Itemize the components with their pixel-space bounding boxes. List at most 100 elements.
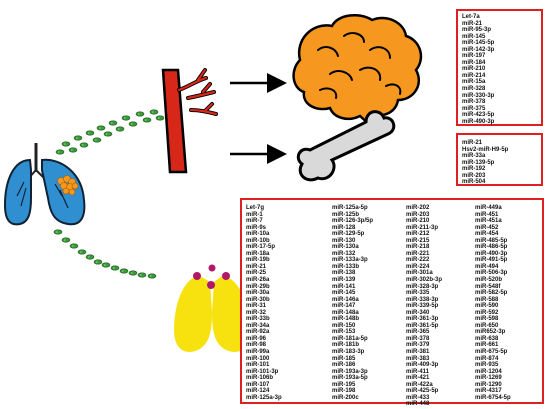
mirna-item: miR-145 xyxy=(332,290,356,297)
mirna-item: miR-448 xyxy=(406,401,430,408)
mirna-item: miR-449a xyxy=(475,205,502,211)
mirna-item: miR-34a xyxy=(246,322,270,329)
mirna-item: miR-588 xyxy=(475,296,499,303)
mirna-item: miR-130 xyxy=(332,237,356,244)
mirna-item: miR-10a xyxy=(246,231,270,238)
bone-icon xyxy=(296,110,396,182)
mirna-item: miR-302b-3p xyxy=(406,277,443,284)
mirna-item: miR-107 xyxy=(246,381,270,388)
mirna-item: miR-195 xyxy=(332,381,356,388)
mirna-item: miR-506-3p xyxy=(475,270,508,277)
mirna-item: miR-548f xyxy=(475,283,501,290)
mirna-item: miR-7 xyxy=(246,218,263,225)
mirna-item: miR-181b xyxy=(332,342,360,349)
blood-vessel-icon xyxy=(161,68,218,174)
mirna-item: miR-874 xyxy=(475,355,499,362)
mirna-item: miR-25 xyxy=(246,270,267,277)
mirna-item: miR-92a xyxy=(246,329,270,336)
mirna-item: miR-490-3p xyxy=(462,118,495,125)
mirna-item: miR-21 xyxy=(462,140,483,146)
mirna-item: miR-224 xyxy=(406,263,430,270)
mirna-item: miR-214 xyxy=(462,72,486,79)
mirna-item: miR-197 xyxy=(462,53,486,60)
mirna-item: miR-106b xyxy=(246,375,274,382)
mirna-item: miR-490-3p xyxy=(475,250,508,257)
mirna-item: miR-378 xyxy=(406,335,430,342)
mirna-item: miR-99a xyxy=(246,349,270,356)
mirna-item: miR-421 xyxy=(406,375,430,382)
mirna-item: miR-98 xyxy=(246,342,267,349)
mirna-item: miR-592 xyxy=(475,309,499,316)
mirna-item: miR-454 xyxy=(475,231,499,238)
mirna-item: miR-383 xyxy=(406,355,430,362)
mirna-item: miR-328-3p xyxy=(406,283,439,290)
mirna-item: miR-340 xyxy=(406,309,430,316)
mirna-item: miR-141 xyxy=(332,283,356,290)
mirna-item: miR-485-5p xyxy=(475,237,508,244)
mirna-item: miR-379 xyxy=(406,342,430,349)
mirna-item: Hsv2-miR-H9-5p xyxy=(462,146,509,153)
mirna-item: Let-7a xyxy=(462,14,480,20)
mirna-item: miR-147 xyxy=(332,303,356,310)
mirna-item: miR652-3p xyxy=(475,329,506,336)
mirna-item: miR-1204 xyxy=(475,368,502,375)
brain-icon xyxy=(292,13,423,135)
mirna-item: miR-361-5p xyxy=(406,322,439,329)
mirna-item: miR-21 xyxy=(246,263,267,270)
mirna-item: miR-100 xyxy=(246,355,270,362)
mirna-item: miR-198 xyxy=(332,388,356,395)
lungs-with-metastasis-icon xyxy=(174,264,250,352)
mirna-item: miR-129-5p xyxy=(332,231,365,238)
mirna-item: miR-215 xyxy=(406,237,430,244)
mirna-item: miR-638 xyxy=(475,335,499,342)
mirna-item: miR-9s xyxy=(246,224,267,231)
mirna-item: Let-7g xyxy=(246,205,264,211)
mirna-item: miR-365 xyxy=(406,329,430,336)
mirna-item: miR-409-3p xyxy=(406,362,439,369)
mirna-item: miR-192 xyxy=(462,166,486,173)
mirna-item: miR-193a-3p xyxy=(332,368,368,375)
mirna-item: miR-33a xyxy=(462,153,486,160)
mirna-item: miR-422a xyxy=(406,381,433,388)
mirna-item: miR-423-5p xyxy=(462,112,495,119)
mirna-item: miR-95-3p xyxy=(462,27,492,34)
mirna-item: miR-138 xyxy=(332,270,356,277)
mirna-item: miR-452 xyxy=(475,224,499,231)
mirna-item: miR-145 xyxy=(462,33,486,40)
mirna-item: miR-338-3p xyxy=(406,296,439,303)
mirna-item: miR-133a-3p xyxy=(332,257,368,264)
mirna-item: miR-504 xyxy=(462,179,486,186)
mirna-item: miR-661 xyxy=(475,342,499,349)
mirna-item: miR-96 xyxy=(246,335,267,342)
mirna-item: miR-1 xyxy=(246,211,263,218)
mirna-item: miR-212 xyxy=(406,231,430,238)
mirna-item: miR-142-3p xyxy=(462,46,495,53)
mirna-item: miR-675-5p xyxy=(475,349,508,356)
mirna-item: miR-139-5p xyxy=(462,159,495,166)
mirna-item: miR-1269 xyxy=(475,375,502,382)
mirna-item: miR-130a xyxy=(332,244,359,251)
mirna-item: miR-17-5p xyxy=(246,244,276,251)
mirna-item: miR-433 xyxy=(406,394,430,401)
mirna-item: miR-491-5p xyxy=(475,257,508,264)
mirna-item: miR-181a-5p xyxy=(332,335,368,342)
mirna-item: miR-193a-5p xyxy=(332,375,368,382)
mirna-item: miR-218 xyxy=(406,244,430,251)
mirna-item: miR-590 xyxy=(475,303,499,310)
mirna-item: miR-330-3p xyxy=(462,92,495,99)
mirna-item: miR-598 xyxy=(475,316,499,323)
mirna-item: miR-935 xyxy=(475,362,499,369)
mirna-item: miR-184 xyxy=(462,59,486,66)
mirna-item: miR-33b xyxy=(246,316,270,323)
mirna-item: miR-29b xyxy=(246,283,270,290)
lungs-with-tumor-icon xyxy=(3,143,86,226)
